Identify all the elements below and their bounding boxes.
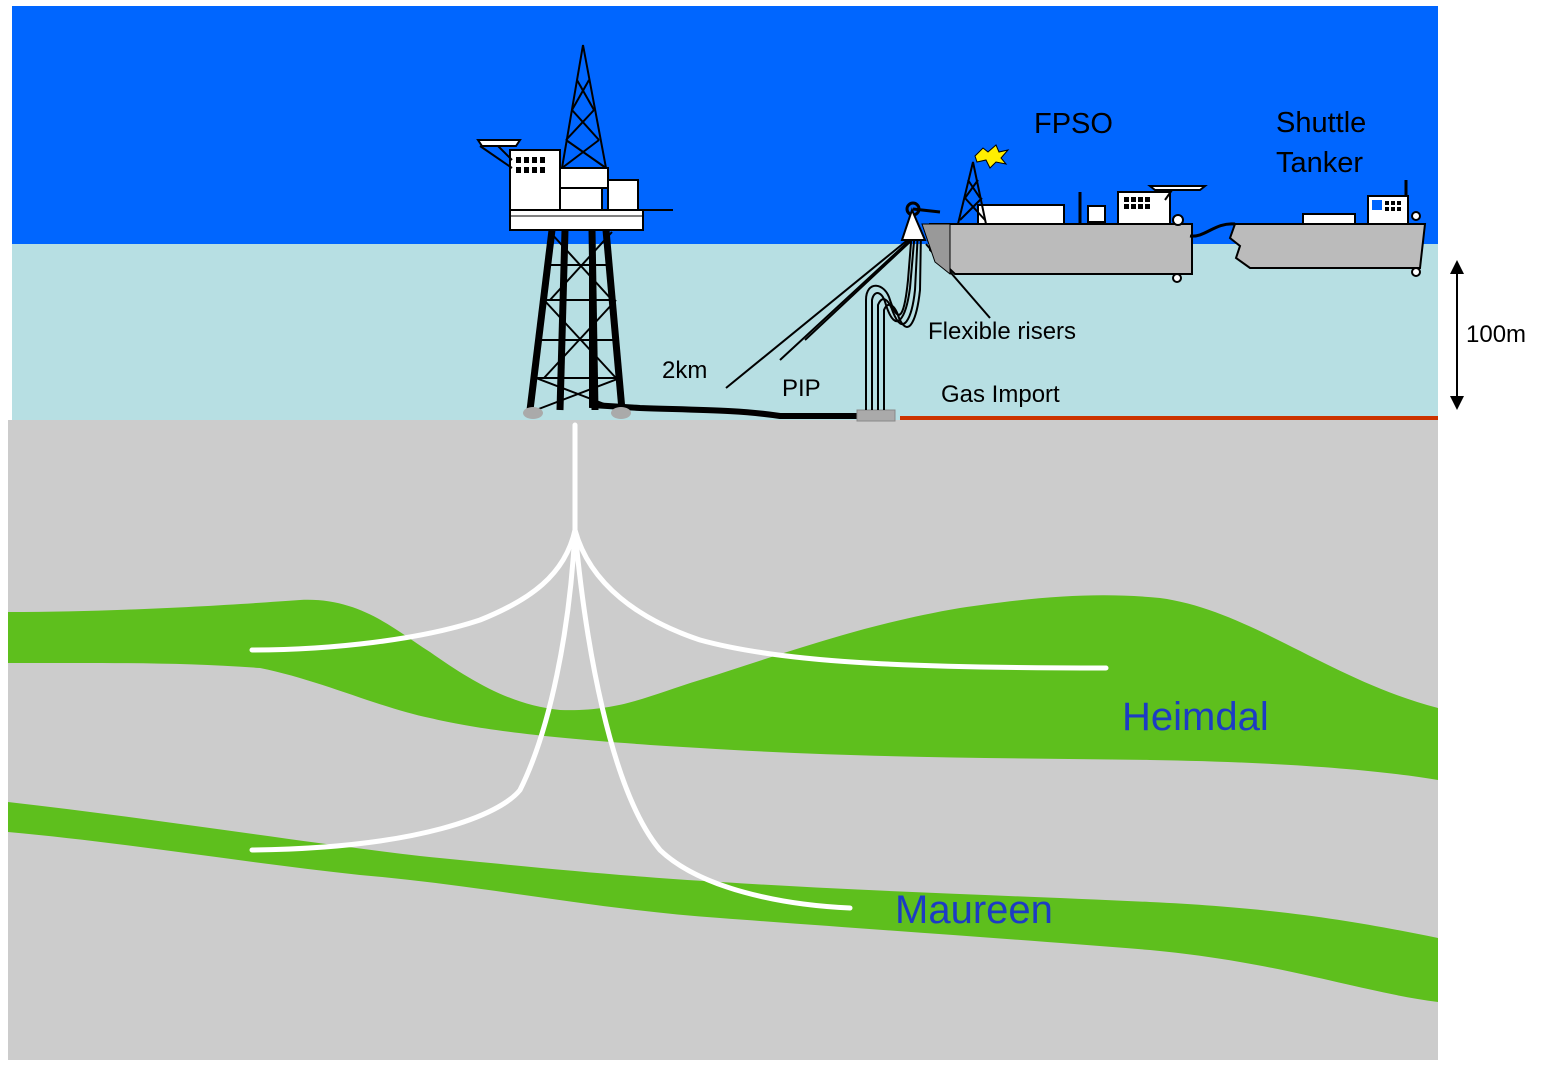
pipeline (589, 238, 860, 419)
sky-region (12, 6, 1438, 244)
depth-arrow (1450, 260, 1464, 410)
platform (476, 44, 860, 419)
pip-label: PIP (782, 375, 821, 402)
shuttle-tanker-vessel (1228, 180, 1427, 277)
fpso-label: FPSO (1034, 108, 1113, 140)
reservoir-label-heimdal: Heimdal (1122, 695, 1269, 739)
flexible-risers-label: Flexible risers (928, 318, 1076, 345)
reservoir-label-maureen: Maureen (895, 888, 1053, 932)
flare (974, 144, 1010, 169)
depth-label: 100m (1466, 321, 1526, 348)
reservoir-maureen (8, 802, 1438, 1002)
sea-region (12, 244, 1438, 420)
gas-import-label: Gas Import (941, 381, 1060, 408)
shuttle-label-line2: Tanker (1276, 147, 1363, 179)
well-paths (249, 422, 1109, 911)
pip-manifold (856, 409, 896, 422)
hawser (1189, 222, 1236, 238)
distance-label: 2km (662, 357, 707, 384)
fpso-vessel (900, 144, 1208, 283)
shuttle-label-line1: Shuttle (1276, 107, 1366, 139)
